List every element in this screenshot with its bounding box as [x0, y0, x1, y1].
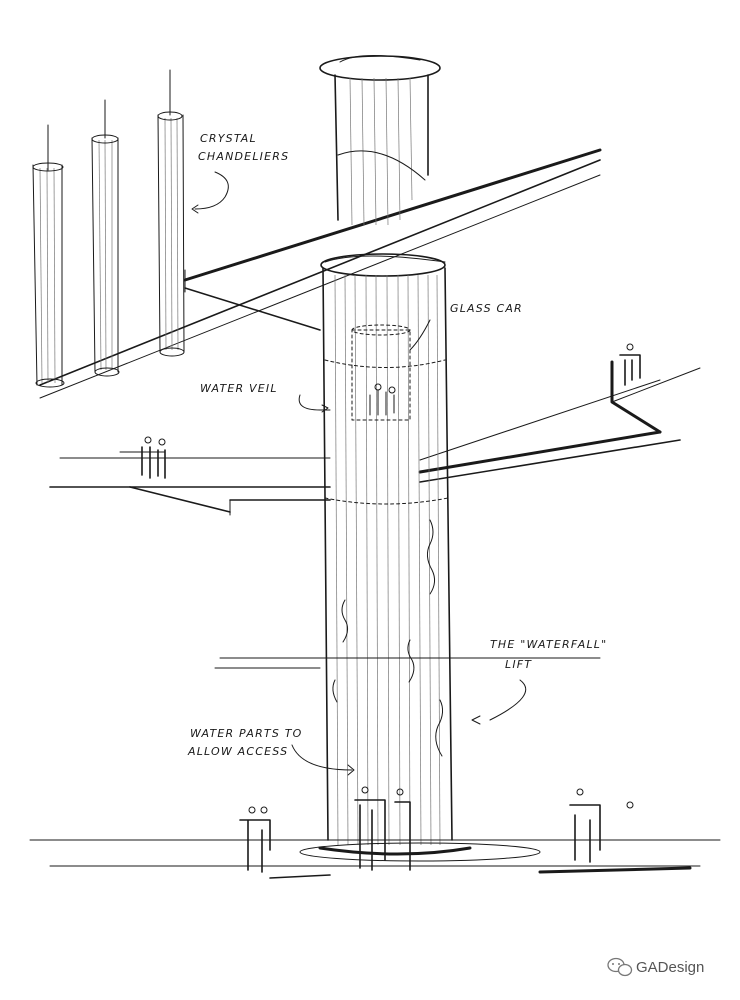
middle-floor-right — [418, 360, 701, 483]
upper-floor-slab — [39, 148, 602, 399]
people-figures — [141, 343, 641, 873]
annotation-waterfall-2: LIFT — [505, 658, 532, 671]
waterfall-lift-column — [299, 253, 541, 862]
annotation-waterfall-1: THE "WATERFALL" — [490, 638, 607, 651]
watermark: GADesign — [607, 957, 704, 977]
wechat-icon — [607, 957, 633, 977]
annotation-crystal-2: CHANDELIERS — [198, 150, 289, 163]
chandelier-2 — [91, 99, 120, 377]
person-left-middle — [141, 436, 166, 479]
person-bottom-center — [354, 786, 411, 871]
upper-column — [319, 55, 441, 226]
person-right-top — [619, 343, 641, 386]
annotation-water-parts-2: ALLOW ACCESS — [187, 745, 288, 758]
person-bottom-right — [569, 788, 634, 863]
watermark-text: GADesign — [636, 959, 704, 976]
annotations: CRYSTAL CHANDELIERS GLASS CAR WATER VEIL… — [187, 132, 607, 758]
middle-floor-left — [49, 451, 331, 516]
background-lines — [29, 657, 721, 879]
annotation-crystal-1: CRYSTAL — [200, 132, 257, 145]
chandelier-1 — [32, 124, 65, 388]
chandelier-3 — [157, 69, 185, 357]
glass-car — [351, 324, 411, 421]
leader-arrows — [191, 171, 527, 776]
annotation-water-parts-1: WATER PARTS TO — [190, 727, 303, 740]
annotation-glass-car: GLASS CAR — [450, 302, 523, 315]
annotation-water-veil: WATER VEIL — [200, 382, 278, 395]
crystal-chandeliers — [32, 69, 185, 388]
person-bottom-left — [239, 806, 271, 873]
